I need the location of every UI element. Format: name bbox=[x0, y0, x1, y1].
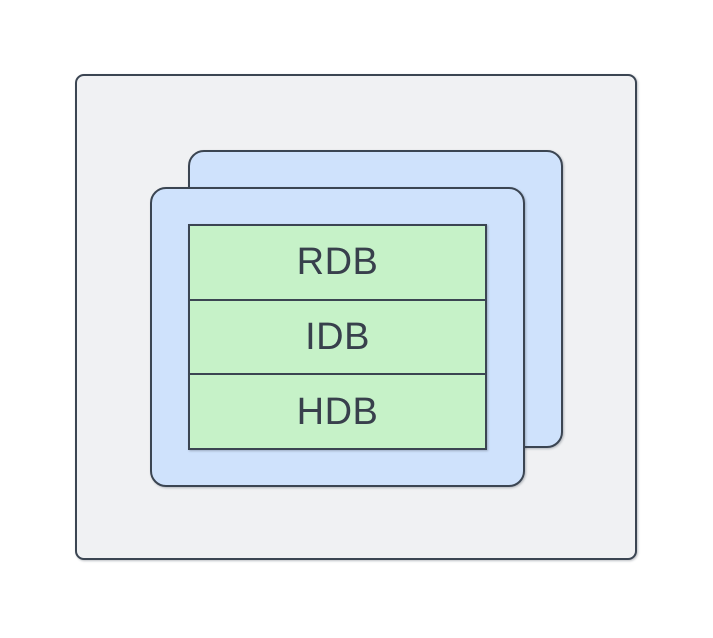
db-node-rdb: RDB bbox=[188, 224, 487, 301]
db-node-hdb: HDB bbox=[188, 375, 487, 451]
db-stack: RDB IDB HDB bbox=[188, 224, 487, 451]
db-node-idb: IDB bbox=[188, 300, 487, 376]
